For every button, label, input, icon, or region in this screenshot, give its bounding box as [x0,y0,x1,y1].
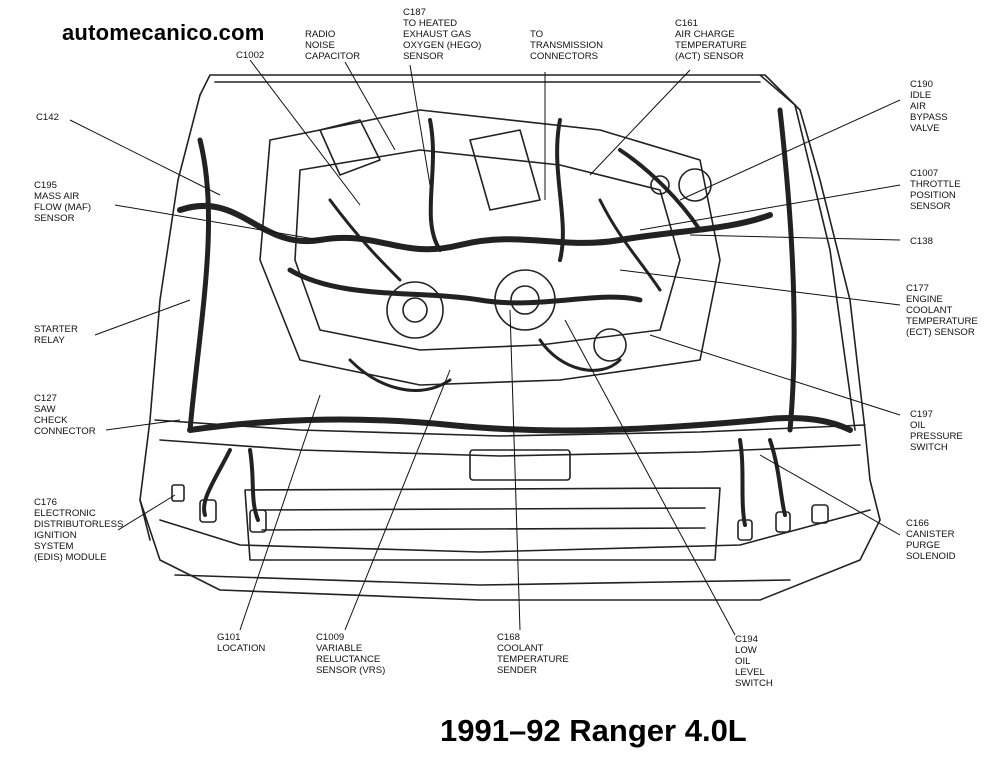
label-c142: C142 [36,112,59,123]
label-c195-maf: C195 MASS AIR FLOW (MAF) SENSOR [34,180,92,224]
site-watermark: automecanico.com [62,20,265,45]
label-radio-noise-capacitor: RADIO NOISE CAPACITOR [305,29,361,62]
label-c190-iab: C190 IDLE AIR BYPASS VALVE [910,79,948,134]
hood-outline [199,74,881,521]
front-bumper [139,499,881,601]
grille [244,487,721,561]
label-c166-canister: C166 CANISTER PURGE SOLENOID [906,518,956,562]
label-c1009-vrs: C1009 VARIABLE RELUCTANCE SENSOR (VRS) [316,632,386,676]
label-c1007-tps: C1007 THROTTLE POSITION SENSOR [910,168,961,212]
label-transmission-connectors: TO TRANSMISSION CONNECTORS [530,29,604,62]
engine-block [259,109,721,386]
label-c176-edis: C176 ELECTRONIC DISTRIBUTORLESS IGNITION… [34,497,124,563]
diagram-caption: 1991–92 Ranger 4.0L [440,713,747,748]
label-c187-hego: C187 TO HEATED EXHAUST GAS OXYGEN (HEGO)… [403,7,482,62]
label-c127-saw: C127 SAW CHECK CONNECTOR [34,393,96,437]
label-c168-coolant-sender: C168 COOLANT TEMPERATURE SENDER [497,632,569,676]
label-c1002: C1002 [236,50,265,61]
label-starter-relay: STARTER RELAY [34,324,78,346]
label-c197-oil-pressure: C197 OIL PRESSURE SWITCH [910,409,963,453]
label-c138: C138 [910,236,933,247]
main-harness [177,202,773,253]
radiator-support [154,419,866,437]
label-c194-oil-level: C194 LOW OIL LEVEL SWITCH [735,634,773,689]
label-c161-act: C161 AIR CHARGE TEMPERATURE (ACT) SENSOR [675,18,747,62]
label-c177-ect: C177 ENGINE COOLANT TEMPERATURE (ECT) SE… [906,283,978,338]
label-g101: G101 LOCATION [217,632,266,654]
